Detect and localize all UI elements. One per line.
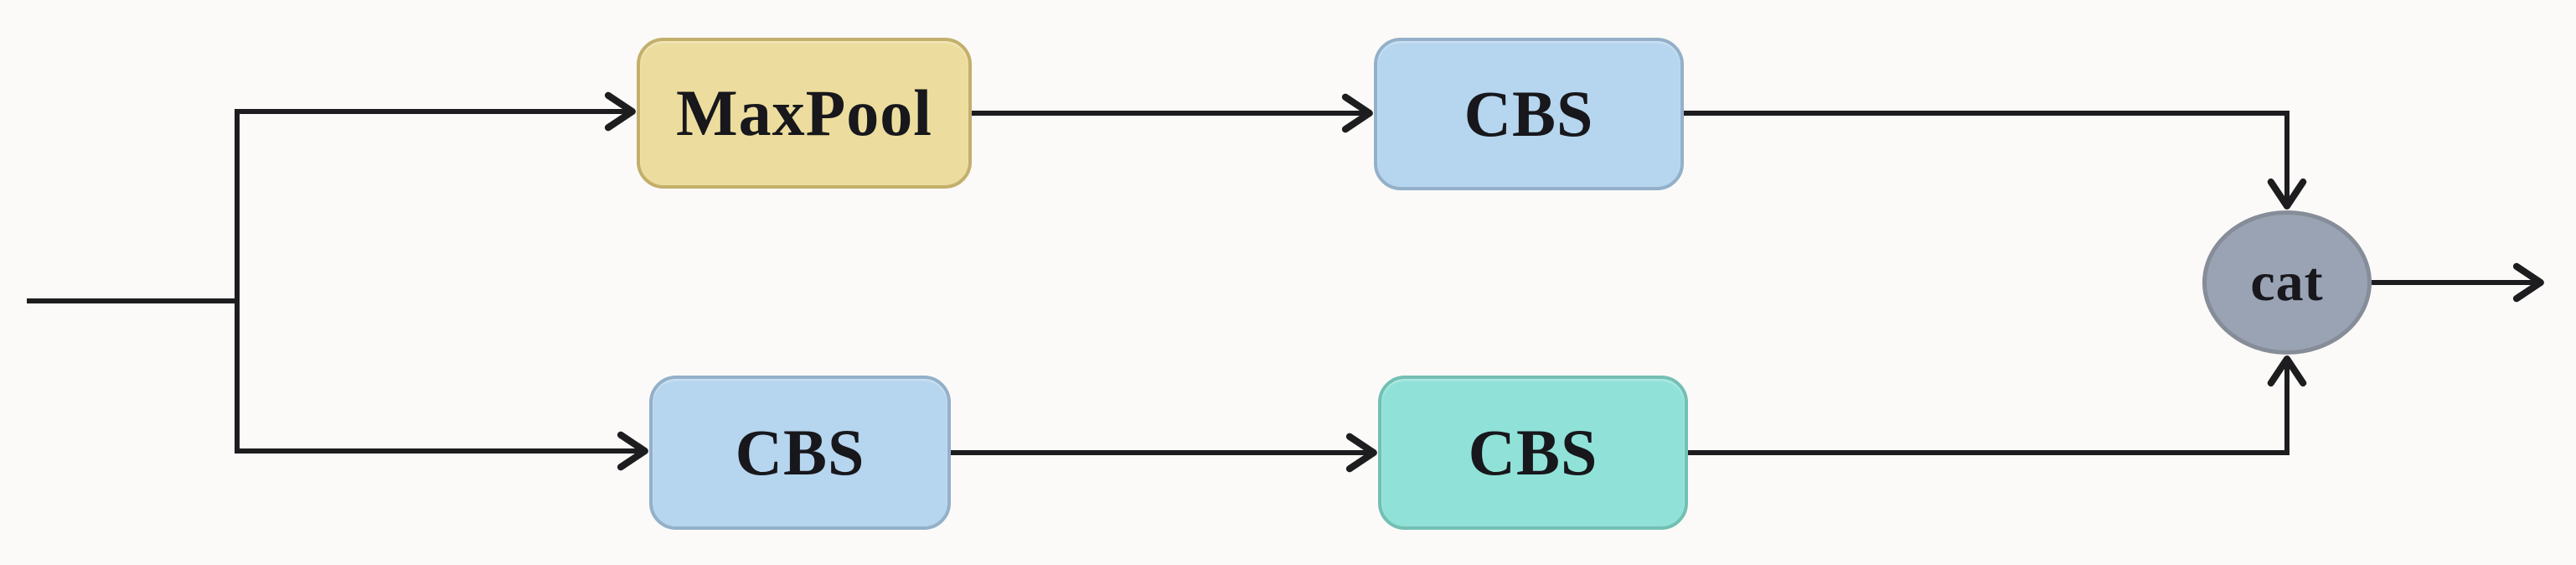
- node-cbs-bottom-left-label: CBS: [735, 416, 865, 489]
- node-cbs-bottom-left: CBS: [649, 376, 951, 530]
- edge-cbs-top-to-concat: [1684, 111, 2307, 210]
- node-maxpool-label: MaxPool: [676, 76, 932, 149]
- node-cbs-top-label: CBS: [1464, 77, 1594, 150]
- node-concat-label: cat: [2250, 251, 2324, 313]
- node-cbs-top: CBS: [1374, 38, 1684, 190]
- node-concat: cat: [2202, 210, 2372, 355]
- node-cbs-bottom-right: CBS: [1378, 376, 1688, 530]
- node-cbs-bottom-right-label: CBS: [1468, 416, 1598, 489]
- node-maxpool: MaxPool: [637, 38, 972, 189]
- edge-cbs-bottom-to-concat: [1688, 355, 2307, 455]
